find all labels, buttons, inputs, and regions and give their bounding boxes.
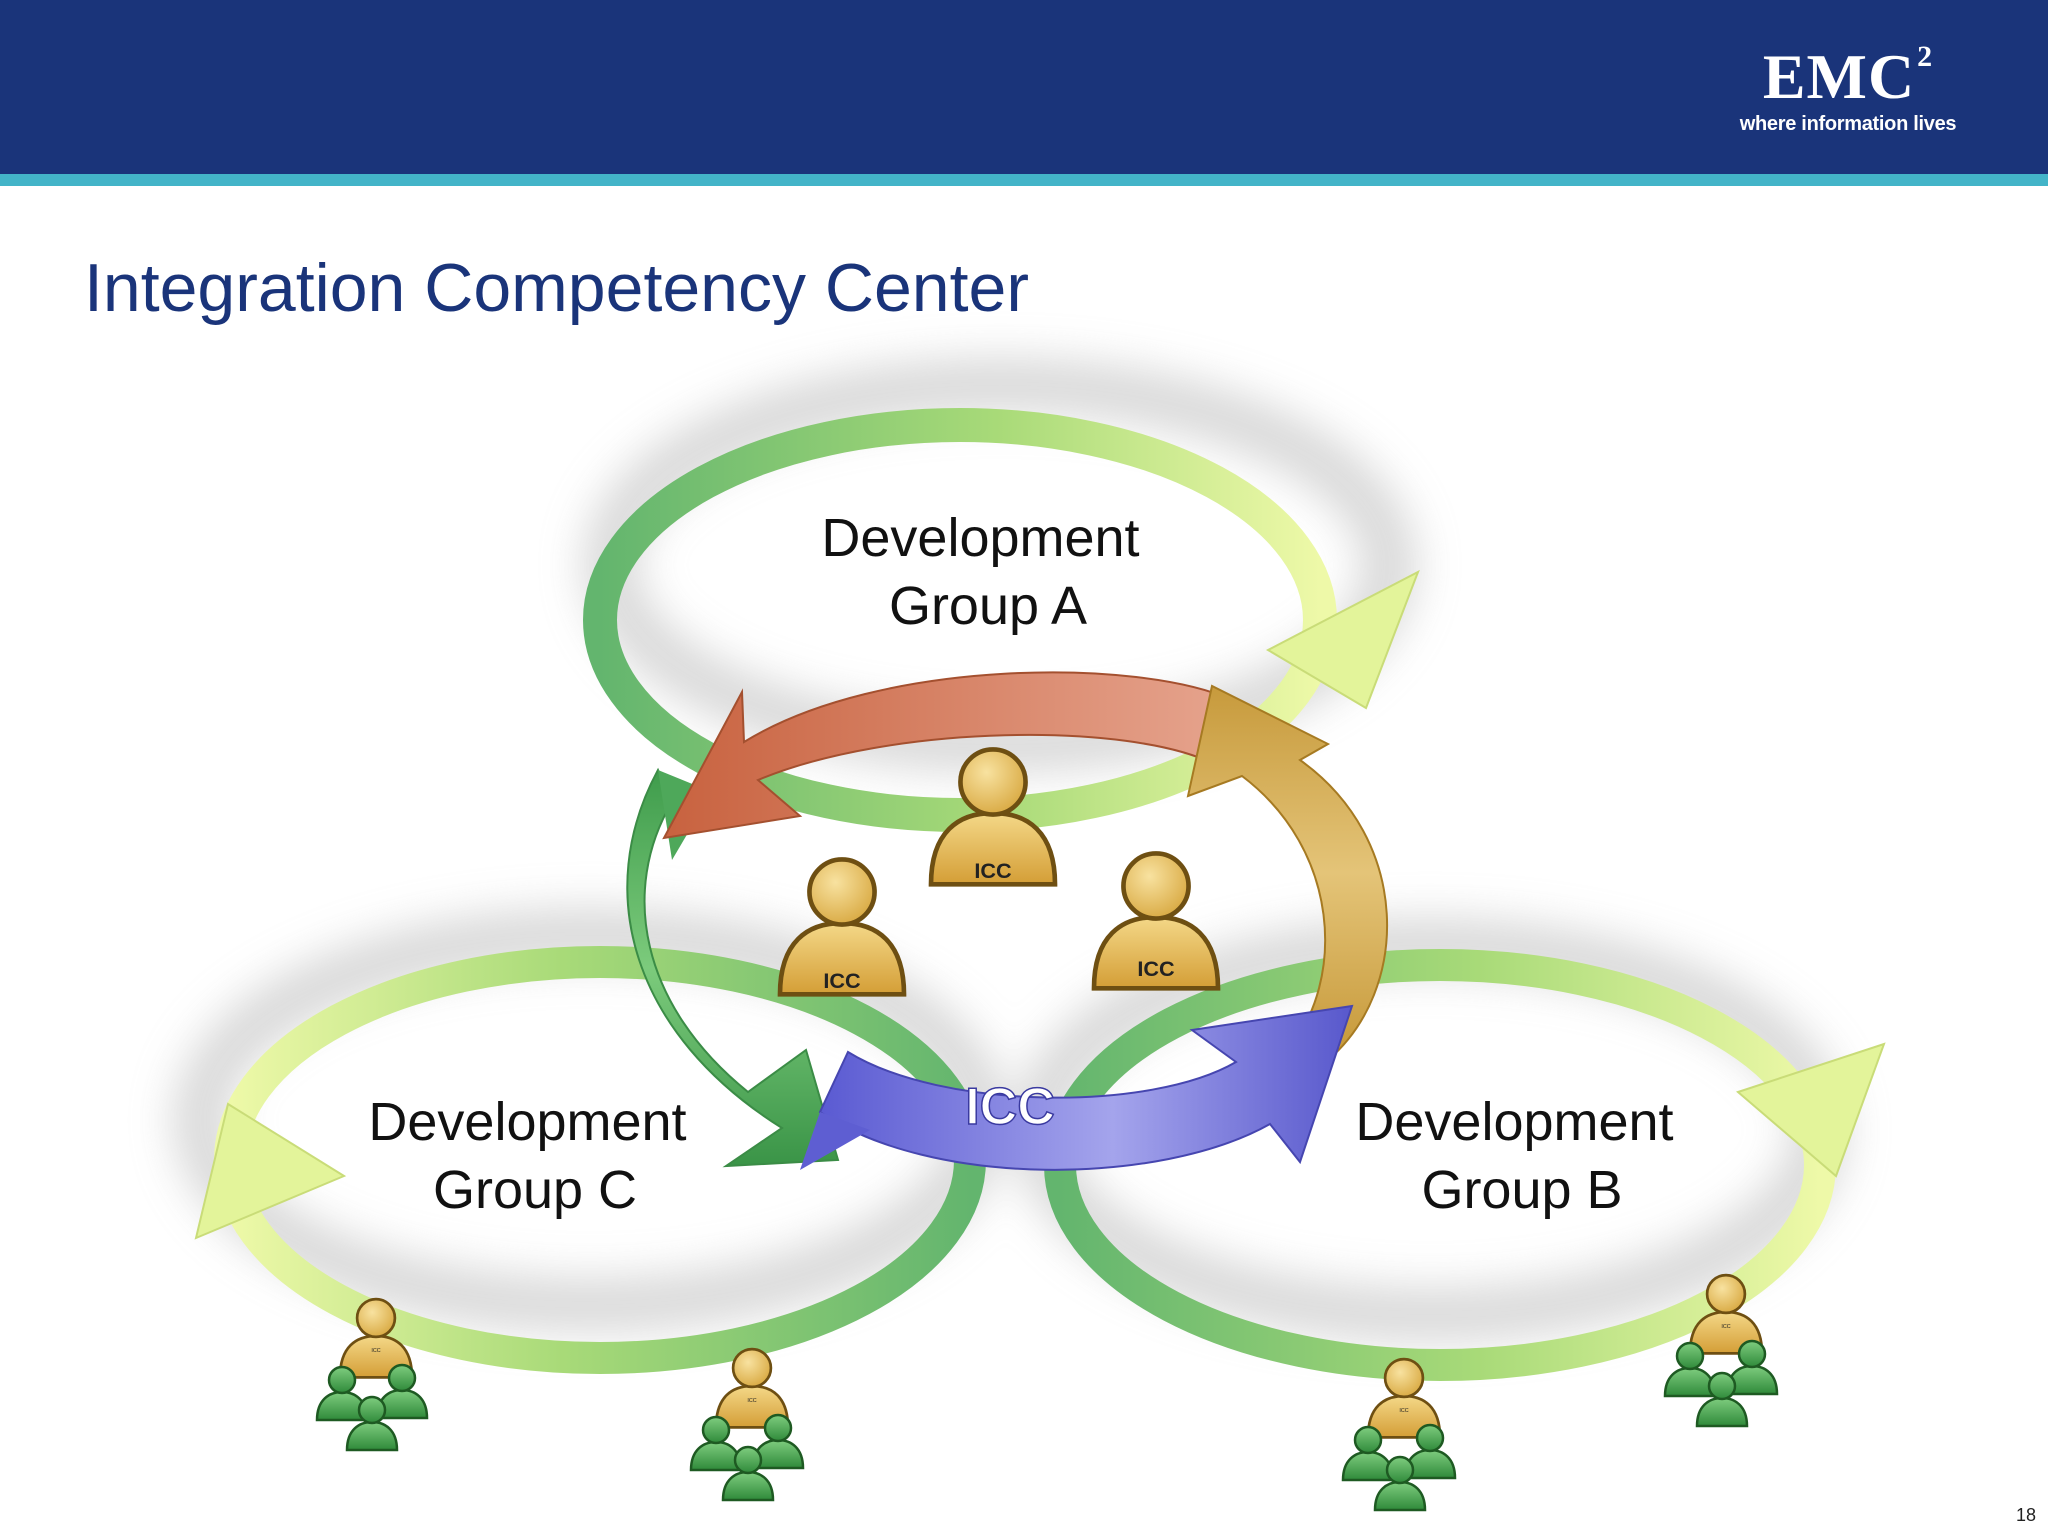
cluster-b-left: ICC bbox=[1341, 1357, 1457, 1512]
ring-a-arrowhead bbox=[1265, 569, 1420, 710]
logo-tagline: where information lives bbox=[1739, 113, 1957, 135]
group-c-label: Development Group C bbox=[368, 1092, 701, 1220]
svg-text:ICC: ICC bbox=[1137, 956, 1175, 981]
icc-person-top: ICC bbox=[931, 749, 1055, 884]
svg-text:ICC: ICC bbox=[974, 858, 1012, 883]
icc-center-label: ICC bbox=[965, 1078, 1055, 1136]
svg-text:ICC: ICC bbox=[747, 1398, 756, 1404]
logo-superscript: 2 bbox=[1917, 40, 1934, 73]
cluster-b-right: ICC bbox=[1663, 1273, 1779, 1428]
svg-text:ICC: ICC bbox=[823, 968, 861, 993]
page-title: Integration Competency Center bbox=[84, 250, 1029, 326]
icc-person-left: ICC bbox=[780, 859, 904, 994]
ring-c-arrowhead bbox=[194, 1102, 347, 1240]
svg-text:ICC: ICC bbox=[371, 1348, 380, 1354]
group-a-label: Development Group A bbox=[821, 508, 1154, 636]
svg-text:ICC: ICC bbox=[1399, 1408, 1408, 1414]
header-stripe bbox=[0, 174, 2048, 186]
red-arrow bbox=[662, 671, 1234, 840]
ring-b-arrowhead bbox=[1736, 1042, 1886, 1178]
gold-arrow bbox=[1186, 684, 1389, 1062]
logo-wordmark: EMC bbox=[1762, 41, 1916, 112]
icc-person-right: ICC bbox=[1094, 853, 1218, 988]
group-b-label: Development Group B bbox=[1355, 1092, 1688, 1220]
svg-text:ICC: ICC bbox=[1721, 1324, 1730, 1330]
cluster-c-right: ICC bbox=[689, 1347, 805, 1502]
page-number: 18 bbox=[2015, 1505, 2036, 1525]
cluster-c-left: ICC bbox=[315, 1297, 429, 1452]
icc-purple-arrow bbox=[800, 1004, 1354, 1171]
header-bar bbox=[0, 0, 2048, 174]
ring-group-a bbox=[583, 408, 1420, 832]
